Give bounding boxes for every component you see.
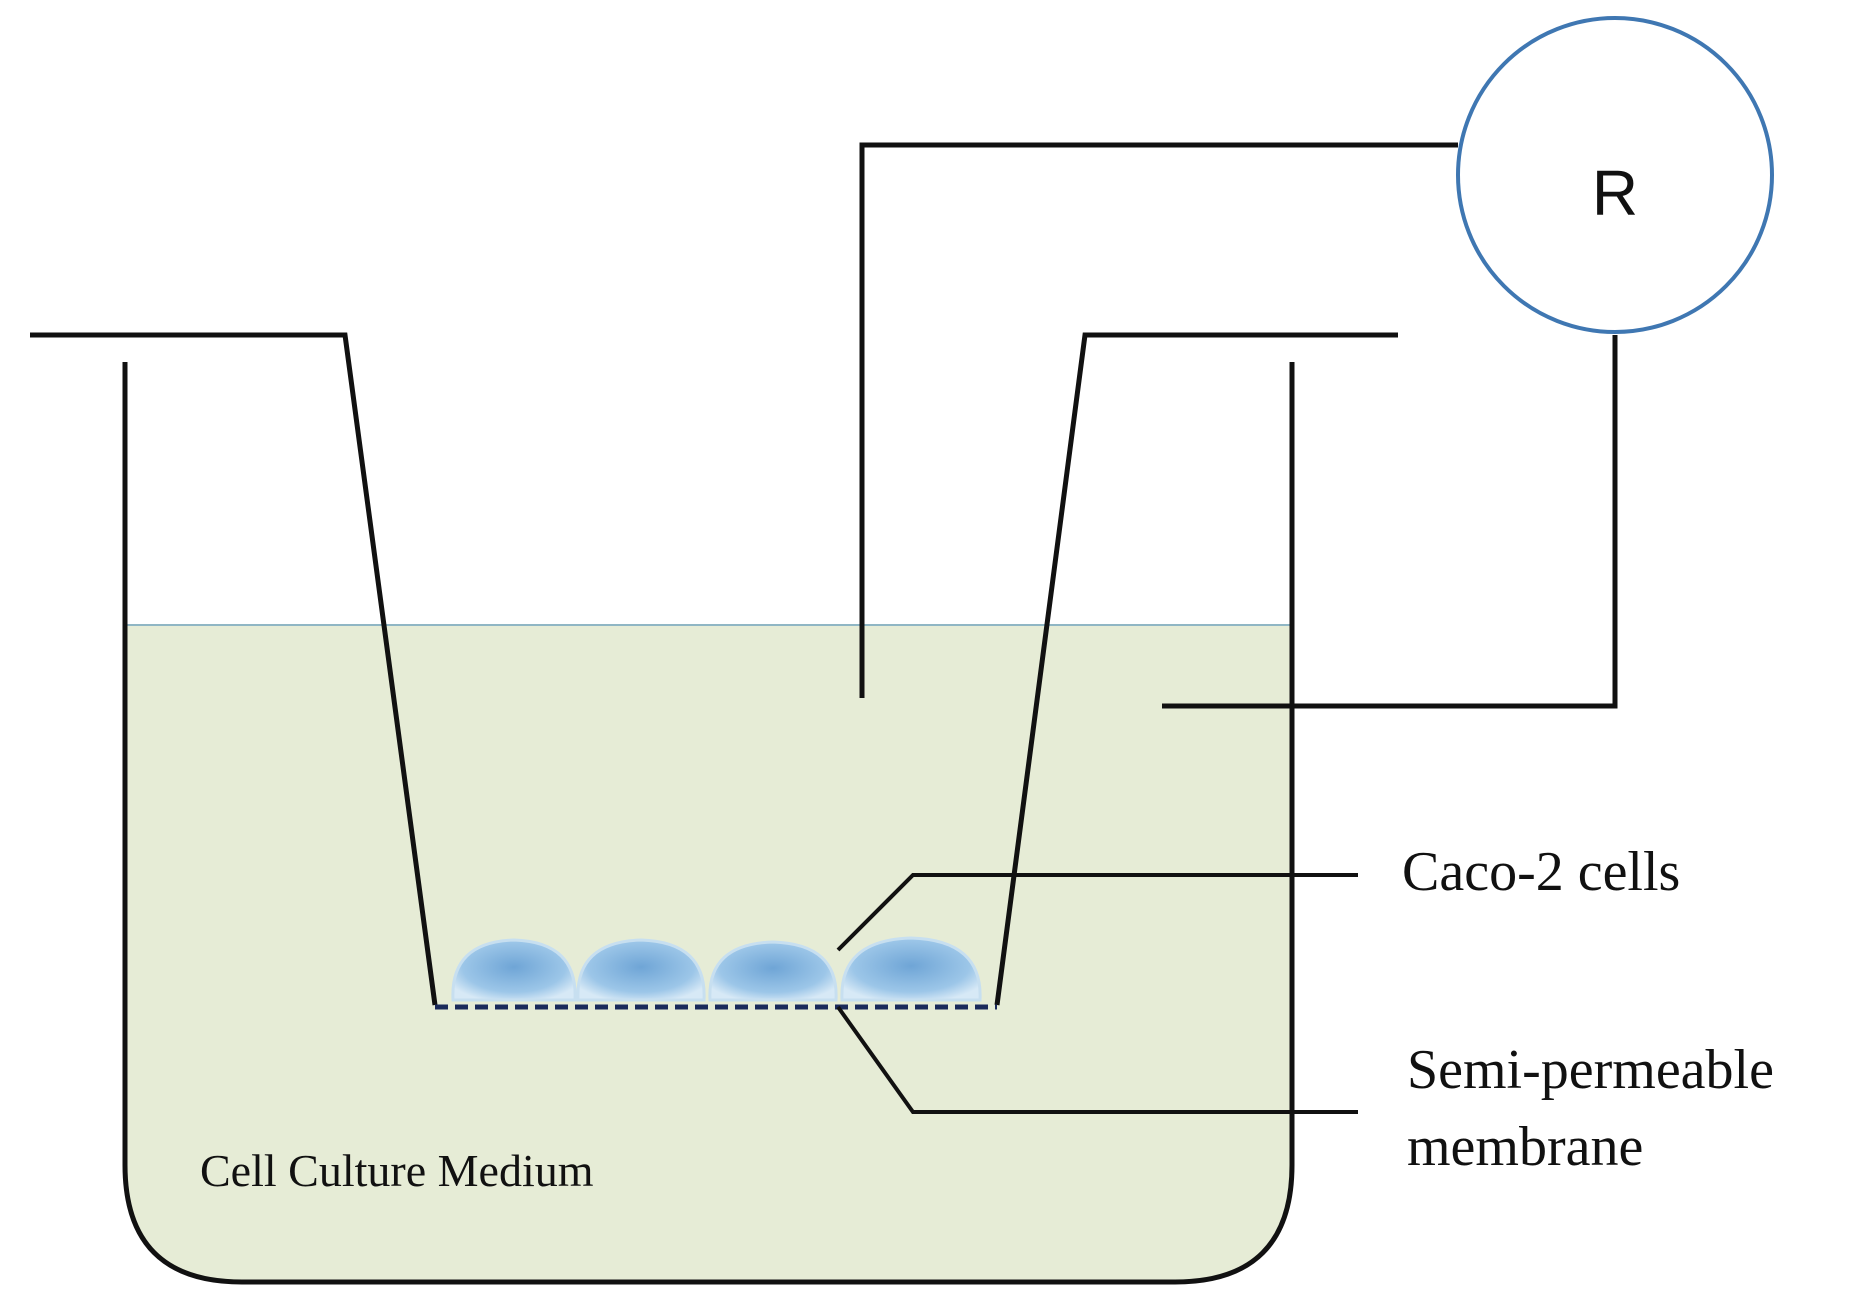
membrane-label-line2: membrane xyxy=(1407,1116,1643,1178)
cell-culture-medium xyxy=(125,625,1292,1282)
caco-2-cells-label: Caco-2 cells xyxy=(1402,841,1680,903)
membrane-callout-line xyxy=(836,1005,1358,1114)
membrane-label-line1: Semi-permeable xyxy=(1407,1039,1774,1101)
caco-2-cell xyxy=(708,940,838,1002)
resistance-meter xyxy=(1456,16,1774,334)
caco-2-cell-layer xyxy=(451,936,982,1002)
basolateral-electrode-wire xyxy=(1162,335,1618,709)
caco-2-cell xyxy=(576,938,706,1002)
outer-well xyxy=(122,362,1295,1285)
resistance-meter-label: R xyxy=(1592,157,1638,229)
transwell-insert-left xyxy=(30,332,438,1006)
cells-callout-line xyxy=(836,873,1358,952)
cell-culture-medium-label: Cell Culture Medium xyxy=(200,1145,594,1196)
caco-2-cell xyxy=(451,938,577,1002)
transwell-insert-right xyxy=(994,332,1398,1006)
apical-electrode-wire xyxy=(859,142,1458,698)
caco-2-cell xyxy=(840,936,982,1002)
